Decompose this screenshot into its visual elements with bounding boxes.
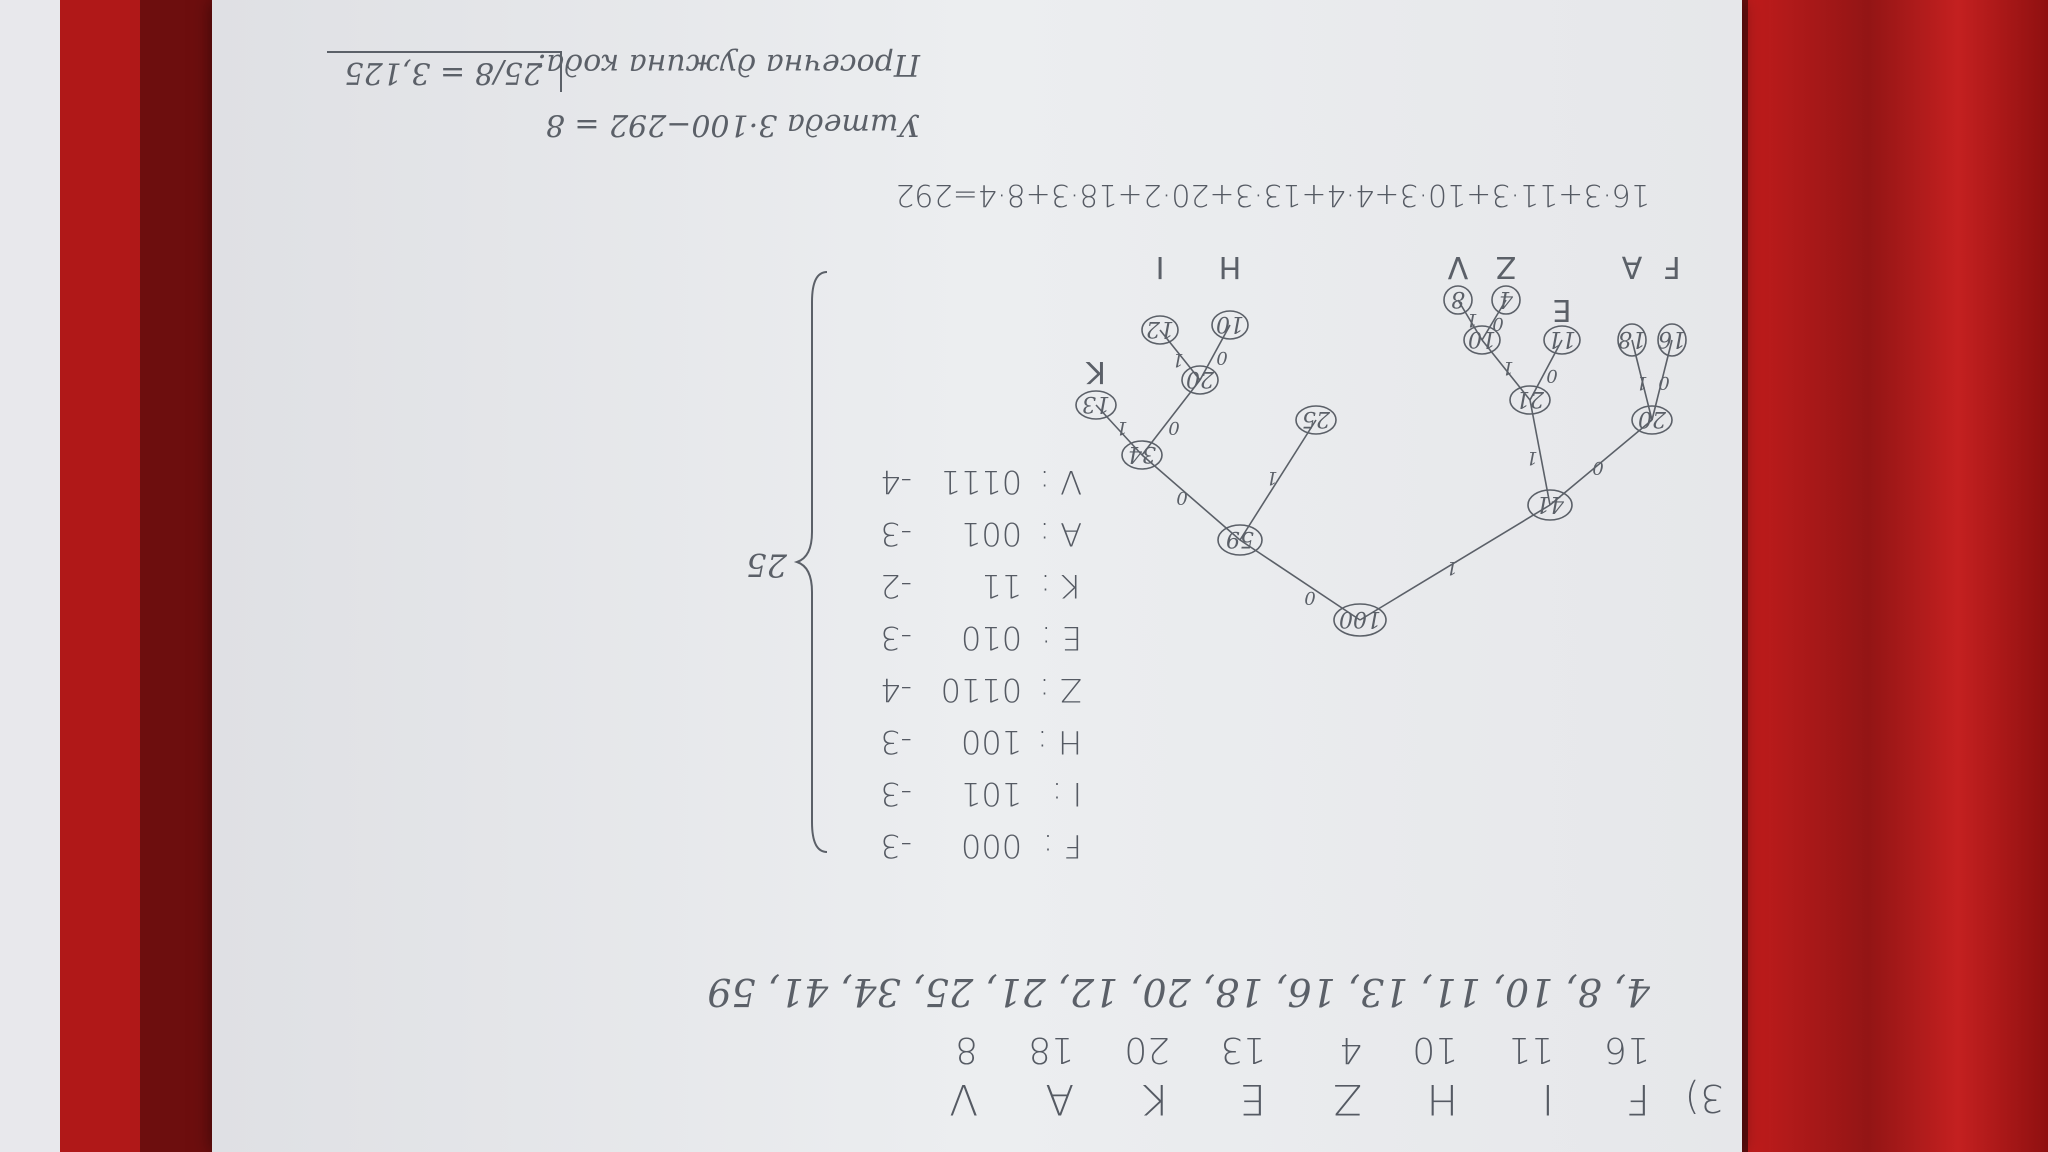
code-length: -4 — [880, 671, 912, 709]
curly-brace — [793, 271, 828, 853]
rotated-sheet: 3) FIHZEKAV 16111041320188 4, 8, 10, 11,… — [212, 0, 1742, 1152]
edge-bit: 1 — [1502, 357, 1513, 378]
code-symbol: A : — [1039, 515, 1082, 553]
tree-node: 18 — [1618, 326, 1646, 351]
leaf-label: A — [1621, 249, 1642, 284]
tree-node: 16 — [1658, 326, 1686, 351]
edge-bit: 0 — [1216, 347, 1227, 368]
right-background-strip — [1748, 0, 2048, 1152]
code-bits: 010 — [960, 619, 1022, 657]
savings-line: Уштеда 3·100−292 = 8 — [545, 107, 920, 142]
code-length: -3 — [880, 723, 912, 761]
notebook-page: 3) FIHZEKAV 16111041320188 4, 8, 10, 11,… — [212, 0, 1742, 1152]
code-bits: 101 — [960, 775, 1022, 813]
edge-bit: 1 — [1172, 349, 1183, 370]
leaf-label: H — [1219, 249, 1242, 284]
tree-node: 21 — [1516, 386, 1545, 411]
average-value: 25/8 = 3,125 — [326, 51, 562, 92]
code-row: A : 001 -3 — [880, 508, 1082, 560]
code-symbol: V : — [1039, 463, 1082, 501]
edge-bit: 1 — [1116, 417, 1127, 438]
tree-node: 34 — [1128, 441, 1156, 466]
code-length: -3 — [880, 775, 912, 813]
tree-node: 13 — [1082, 391, 1110, 416]
edge-bit: 0 — [1176, 487, 1187, 508]
code-row: H : 100 -3 — [880, 716, 1082, 768]
code-length: -3 — [880, 515, 912, 553]
tree-node: 10 — [1216, 311, 1244, 336]
tree-node: 20 — [1186, 366, 1215, 391]
code-bits: 001 — [960, 515, 1022, 553]
leaf-label: F — [1663, 249, 1680, 284]
edge-bit: 1 — [1636, 372, 1647, 393]
code-row: V : 0111 -4 — [880, 456, 1082, 508]
code-table: F : 000 -3 I : 101 -3 H : 100 -3 Z : 0110 -4 E : 010 -… — [880, 456, 1082, 872]
edge-bit: 1 — [1266, 467, 1277, 488]
leaf-label: I — [1156, 249, 1165, 284]
edge-bit: 0 — [1592, 457, 1603, 478]
edge-bit: 1 — [1466, 309, 1477, 330]
code-bits: 0110 — [940, 671, 1022, 709]
code-symbol: K : — [1040, 567, 1082, 605]
tree-node: 10 — [1468, 326, 1496, 351]
code-bits: 0111 — [940, 463, 1022, 501]
code-bits: 11 — [981, 567, 1022, 605]
huffman-tree: 100 59 41 34 25 20 13 21 20 10 11 12 10 … — [793, 249, 1687, 853]
code-symbol: E : — [1040, 619, 1082, 657]
code-bits: 100 — [960, 723, 1022, 761]
code-row: I : 101 -3 — [880, 768, 1082, 820]
code-row: Z : 0110 -4 — [880, 664, 1082, 716]
edge-bit: 1 — [1526, 447, 1537, 468]
code-length: -3 — [880, 827, 912, 865]
leaf-label: E — [1553, 292, 1572, 327]
code-symbol: F : — [1042, 827, 1082, 865]
tree-node: 20 — [1638, 406, 1667, 431]
code-symbol: H : — [1036, 723, 1082, 761]
code-row: K : 11 -2 — [880, 560, 1082, 612]
tree-node: 4 — [1499, 286, 1514, 311]
tree-node: 59 — [1226, 526, 1254, 551]
tree-node: 12 — [1146, 316, 1174, 341]
leaf-label: Z — [1496, 249, 1517, 284]
sum-line: 16·3+11·3+10·3+4·4+13·3+20·2+18·3+8·4=29… — [895, 177, 1650, 212]
tree-node: 11 — [1548, 326, 1576, 351]
edge-bit: 0 — [1546, 365, 1557, 386]
edge-bit: 0 — [1492, 313, 1503, 334]
average-label: Просечна дужина кода: — [536, 47, 920, 82]
brace-total: 25 — [746, 546, 787, 584]
leaf-label: V — [1447, 249, 1468, 284]
code-length: -4 — [880, 463, 912, 501]
code-length: -2 — [880, 567, 912, 605]
code-row: F : 000 -3 — [880, 820, 1082, 872]
code-length: -3 — [880, 619, 912, 657]
tree-node: 8 — [1451, 286, 1465, 311]
code-row: E : 010 -3 — [880, 612, 1082, 664]
leaf-label: K — [1085, 354, 1106, 389]
tree-node: 100 — [1339, 606, 1381, 631]
edge-bit: 0 — [1658, 372, 1669, 393]
edge-bit: 0 — [1304, 587, 1315, 608]
edge-bit: 1 — [1446, 557, 1457, 578]
edge-bit: 0 — [1168, 417, 1179, 438]
left-background-strip — [0, 0, 230, 1152]
tree-node: 41 — [1536, 491, 1565, 516]
code-symbol: Z : — [1039, 671, 1082, 709]
tree-node: 25 — [1302, 406, 1331, 431]
code-symbol: I : — [1051, 775, 1082, 813]
code-bits: 000 — [960, 827, 1022, 865]
